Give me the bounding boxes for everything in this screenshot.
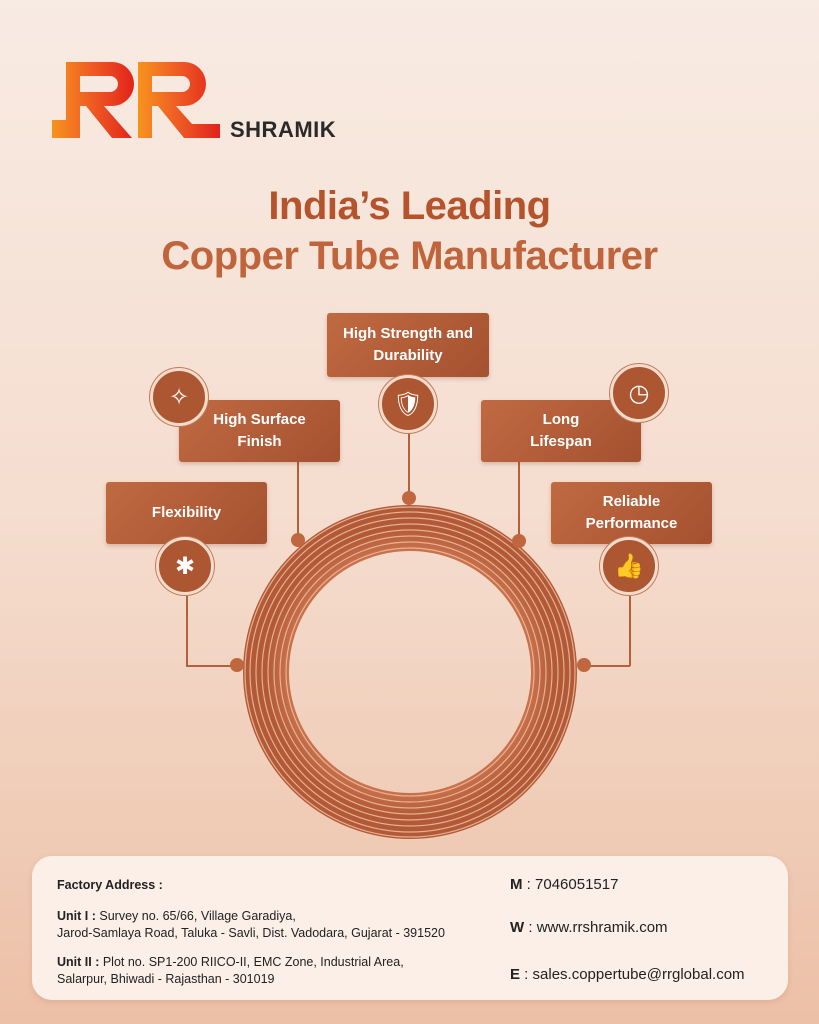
- website: W : www.rrshramik.com: [510, 919, 668, 936]
- shield-check-icon: 🛡: [379, 375, 437, 433]
- unit1-address: Unit I : Survey no. 65/66, Village Garad…: [57, 908, 445, 942]
- unit2-address: Unit II : Plot no. SP1-200 RIICO-II, EMC…: [57, 954, 404, 988]
- email-label: E: [510, 966, 521, 983]
- feature-reliable: Reliable Performance: [551, 482, 712, 544]
- mobile-label: M: [510, 876, 523, 893]
- thumbs-up-icon: 👍: [600, 537, 658, 595]
- feature-lifespan: Long Lifespan: [481, 400, 641, 462]
- email: E : sales.coppertube@rrglobal.com: [510, 966, 745, 983]
- feature-surface-finish: High Surface Finish: [179, 400, 340, 462]
- unit2-label: Unit II :: [57, 955, 100, 969]
- connector-dot: [291, 533, 305, 547]
- email-link[interactable]: sales.coppertube@rrglobal.com: [532, 966, 745, 983]
- sparkle-icon: ✧: [150, 368, 208, 426]
- copper-coil-image: [243, 505, 577, 839]
- unit1-line1: Survey no. 65/66, Village Garadiya,: [99, 909, 296, 923]
- connector-line: [584, 665, 630, 667]
- unit1-label: Unit I :: [57, 909, 96, 923]
- headline-line1: India’s Leading: [268, 184, 551, 228]
- gauge-icon: ◷: [610, 364, 668, 422]
- connector-line: [297, 462, 299, 538]
- connector-dot: [230, 658, 244, 672]
- feature-flexibility: Flexibility: [106, 482, 267, 544]
- unit2-line1: Plot no. SP1-200 RIICO-II, EMC Zone, Ind…: [102, 955, 404, 969]
- connector-line: [629, 596, 631, 666]
- connector-line: [186, 596, 188, 666]
- web-label: W: [510, 919, 525, 936]
- connector-line: [408, 430, 410, 498]
- headline-line2: Copper Tube Manufacturer: [161, 234, 658, 278]
- flexible-figure-icon: ✱: [156, 537, 214, 595]
- connector-line: [518, 462, 520, 538]
- brand-name: SHRAMIK: [230, 117, 337, 142]
- connector-dot: [512, 534, 526, 548]
- mobile-value[interactable]: 7046051517: [535, 876, 619, 893]
- factory-heading: Factory Address :: [57, 878, 163, 892]
- unit2-line2: Salarpur, Bhiwadi - Rajasthan - 301019: [57, 972, 275, 986]
- rr-logo: [52, 62, 220, 138]
- contact-card: Factory Address : Unit I : Survey no. 65…: [32, 856, 788, 1000]
- connector-dot: [577, 658, 591, 672]
- mobile-number: M : 7046051517: [510, 876, 619, 893]
- connector-line: [186, 665, 236, 667]
- website-link[interactable]: www.rrshramik.com: [536, 919, 668, 936]
- unit1-line2: Jarod-Samlaya Road, Taluka - Savli, Dist…: [57, 926, 445, 940]
- feature-strength: High Strength and Durability: [327, 313, 489, 377]
- connector-dot: [402, 491, 416, 505]
